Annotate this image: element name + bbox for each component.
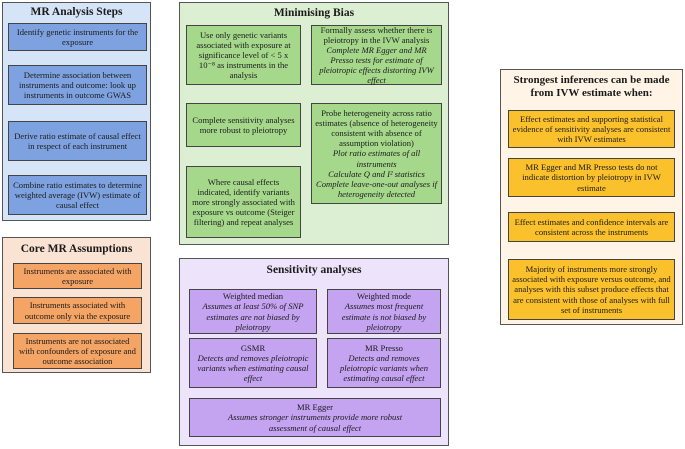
- method-name: Weighted median: [222, 291, 284, 302]
- bias-box: Where causal effects indicated, identify…: [186, 166, 301, 238]
- panel-title: Core MR Assumptions: [20, 243, 133, 255]
- bias-box: Probe heterogeneity across ratio estimat…: [311, 103, 442, 204]
- method-description: Assumes most frequent estimate is not bi…: [341, 301, 427, 332]
- sensitivity-box: MR Presso Detects and removes pleiotropi…: [327, 338, 441, 388]
- core-assumptions-panel: Core MR Assumptions Instruments are asso…: [2, 237, 151, 373]
- panel-title: MR Analysis Steps: [30, 6, 123, 18]
- method-description: Assumes stronger instruments provide mor…: [227, 412, 403, 433]
- bias-text: Complete sensitivity analyses more robus…: [192, 114, 295, 135]
- sensitivity-box: Weighted mode Assumes most frequent esti…: [327, 289, 441, 334]
- step-box: Identify genetic instruments for the exp…: [8, 23, 147, 51]
- sensitivity-box: MR Egger Assumes stronger instruments pr…: [189, 398, 441, 437]
- bias-box: Formally assess whether there is pleiotr…: [311, 25, 442, 85]
- sensitivity-box: Weighted median Assumes at least 50% of …: [189, 289, 317, 334]
- method-name: MR Egger: [296, 402, 334, 413]
- strongest-inferences-panel: Strongest inferences can be made from IV…: [500, 69, 683, 325]
- method-description: Detects and removes pleiotropic variants…: [197, 352, 309, 384]
- bias-text: Where causal effects indicated, identify…: [192, 176, 295, 228]
- sensitivity-analyses-panel: Sensitivity analyses Weighted median Ass…: [179, 258, 449, 446]
- step-box: Derive ratio estimate of causal effect i…: [8, 121, 147, 161]
- panel-title: Strongest inferences can be made from IV…: [513, 74, 670, 99]
- panel-title: Sensitivity analyses: [266, 264, 362, 276]
- method-name: Weighted mode: [357, 291, 411, 302]
- assumption-box: Instruments are associated with exposure: [13, 263, 142, 289]
- inference-box: Effect estimates and confidence interval…: [508, 212, 675, 242]
- bias-italic-text: Plot ratio estimates of all instruments …: [316, 148, 437, 199]
- method-description: Detects and removes pleiotropic variants…: [340, 352, 428, 384]
- assumption-box: Instruments are not associated with conf…: [13, 333, 142, 369]
- inference-box: MR Egger and MR Presso tests do not indi…: [508, 158, 675, 197]
- bias-text: Use only genetic variants associated wit…: [196, 29, 291, 81]
- inference-box: Majority of instruments more strongly as…: [508, 259, 675, 320]
- bias-box: Complete sensitivity analyses more robus…: [186, 103, 301, 147]
- bias-box: Use only genetic variants associated wit…: [186, 25, 301, 85]
- bias-text: Formally assess whether there is pleiotr…: [320, 24, 433, 45]
- panel-title: Minimising Bias: [273, 7, 355, 19]
- minimising-bias-panel: Minimising Bias Use only genetic variant…: [179, 2, 449, 245]
- method-description: Assumes at least 50% of SNP estimates ar…: [202, 301, 304, 332]
- assumption-box: Instruments associated with outcome only…: [13, 297, 142, 324]
- method-name: MR Presso: [365, 342, 403, 353]
- bias-italic-text: Complete MR Egger and MR Presso tests fo…: [319, 44, 434, 86]
- step-box: Determine association between instrument…: [8, 65, 147, 105]
- inference-box: Effect estimates and supporting statisti…: [508, 110, 675, 148]
- mr-analysis-steps-panel: MR Analysis Steps Identify genetic instr…: [2, 2, 151, 221]
- method-name: GSMR: [240, 342, 266, 353]
- step-box: Combine ratio estimates to determine wei…: [8, 175, 147, 215]
- bias-text: Probe heterogeneity across ratio estimat…: [315, 107, 438, 149]
- sensitivity-box: GSMR Detects and removes pleiotropic var…: [189, 338, 317, 388]
